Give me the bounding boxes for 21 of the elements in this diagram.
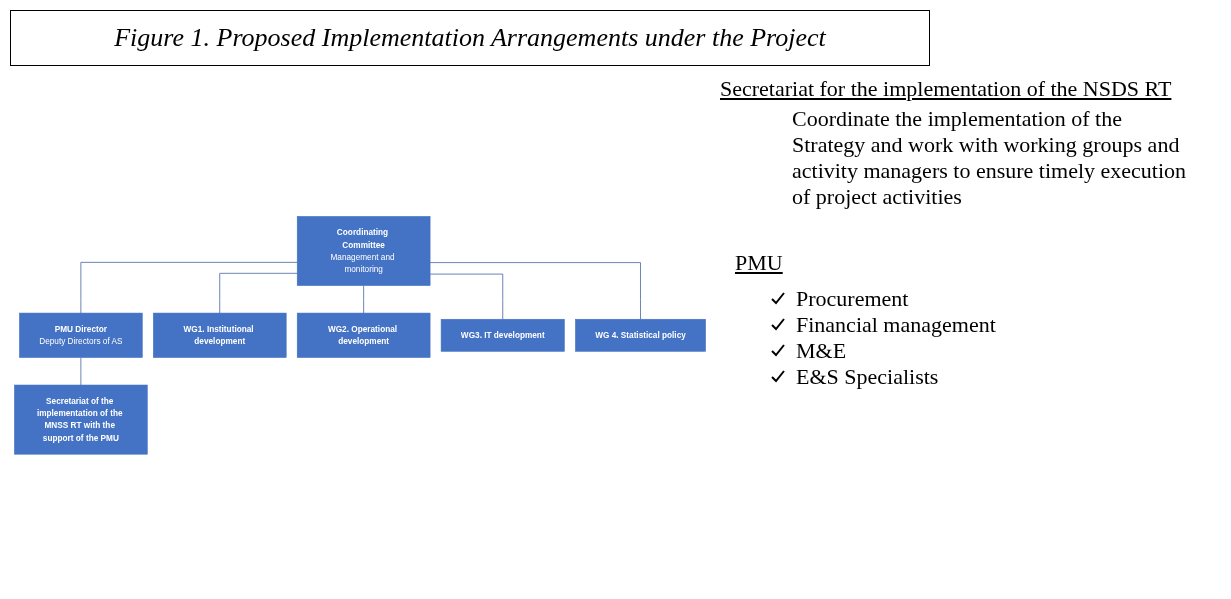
section-heading: PMU <box>735 250 783 276</box>
connector <box>429 261 641 320</box>
node-box: WG2. Operational development <box>296 312 431 358</box>
node-box: Coordinating Committee Management and monitoring <box>296 215 431 286</box>
node-box: PMU Director Deputy Directors of AS <box>19 312 143 358</box>
connector <box>363 284 365 314</box>
checklist-item: E&S Specialists <box>796 364 939 389</box>
connector <box>429 273 504 320</box>
node-box: WG 4. Statistical policy <box>575 318 706 352</box>
checklist-item: Procurement <box>796 286 909 311</box>
description-text: Coordinate the implementation of the Strategy and work with working groups and activity managers to ensure timely execution of project activities <box>792 106 1188 210</box>
node-box: WG3. IT development <box>440 318 565 352</box>
checklist-item: Financial management <box>796 312 996 337</box>
node-box: WG1. Institutional development <box>153 312 287 358</box>
node-box: Secretariat of the implementation of the MNSS RT with the support of the PMU <box>14 384 148 455</box>
section-heading: Secretariat for the implementation of the NSDS RT <box>720 76 1172 102</box>
connector <box>219 272 298 314</box>
figure-title: Figure 1. Proposed Implementation Arrangements under the Project <box>10 10 930 66</box>
connector <box>80 261 298 314</box>
checklist-item: M&E <box>796 338 847 363</box>
connector <box>80 356 82 386</box>
